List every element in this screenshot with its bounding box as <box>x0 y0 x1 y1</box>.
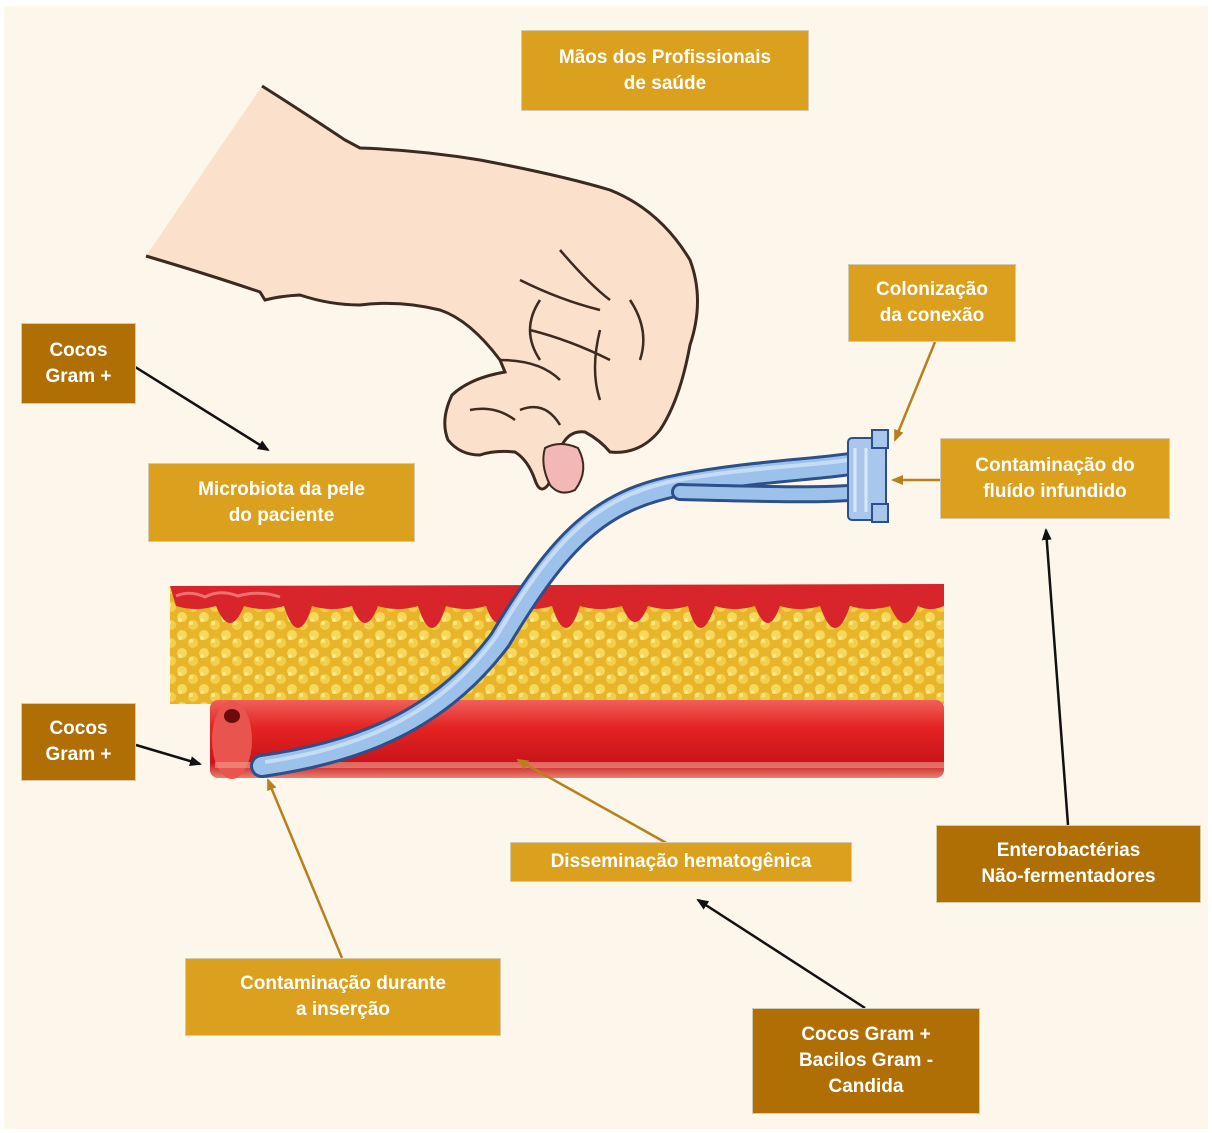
arrow-cocci-to-skin <box>132 365 268 450</box>
arrow-cocci-to-vessel <box>136 745 200 764</box>
label-hands: Mãos dos Profissionais de saúde <box>521 30 809 111</box>
skin-layers <box>170 584 944 704</box>
arrow-to-fluid <box>1046 530 1068 825</box>
label-fluid: Contaminação do fluído infundido <box>940 438 1170 519</box>
arrow-to-insertion-site <box>268 780 342 958</box>
label-connection: Colonização da conexão <box>848 264 1016 342</box>
label-hematogenous: Disseminação hematogênica <box>510 842 852 882</box>
label-cocci-top: Cocos Gram + <box>21 323 136 404</box>
label-entero: Enterobactérias Não-fermentadores <box>936 825 1201 903</box>
arrow-to-hematogenous <box>698 900 865 1008</box>
label-cocci-left: Cocos Gram + <box>21 703 136 781</box>
label-insertion: Contaminação durante a inserção <box>185 958 501 1036</box>
arrow-to-connection <box>895 342 935 440</box>
label-skin: Microbiota da pele do paciente <box>148 463 415 542</box>
label-cocci-bacilli: Cocos Gram + Bacilos Gram - Candida <box>752 1008 980 1114</box>
blood-vessel <box>210 700 944 779</box>
hand-holding-catheter <box>146 86 698 493</box>
